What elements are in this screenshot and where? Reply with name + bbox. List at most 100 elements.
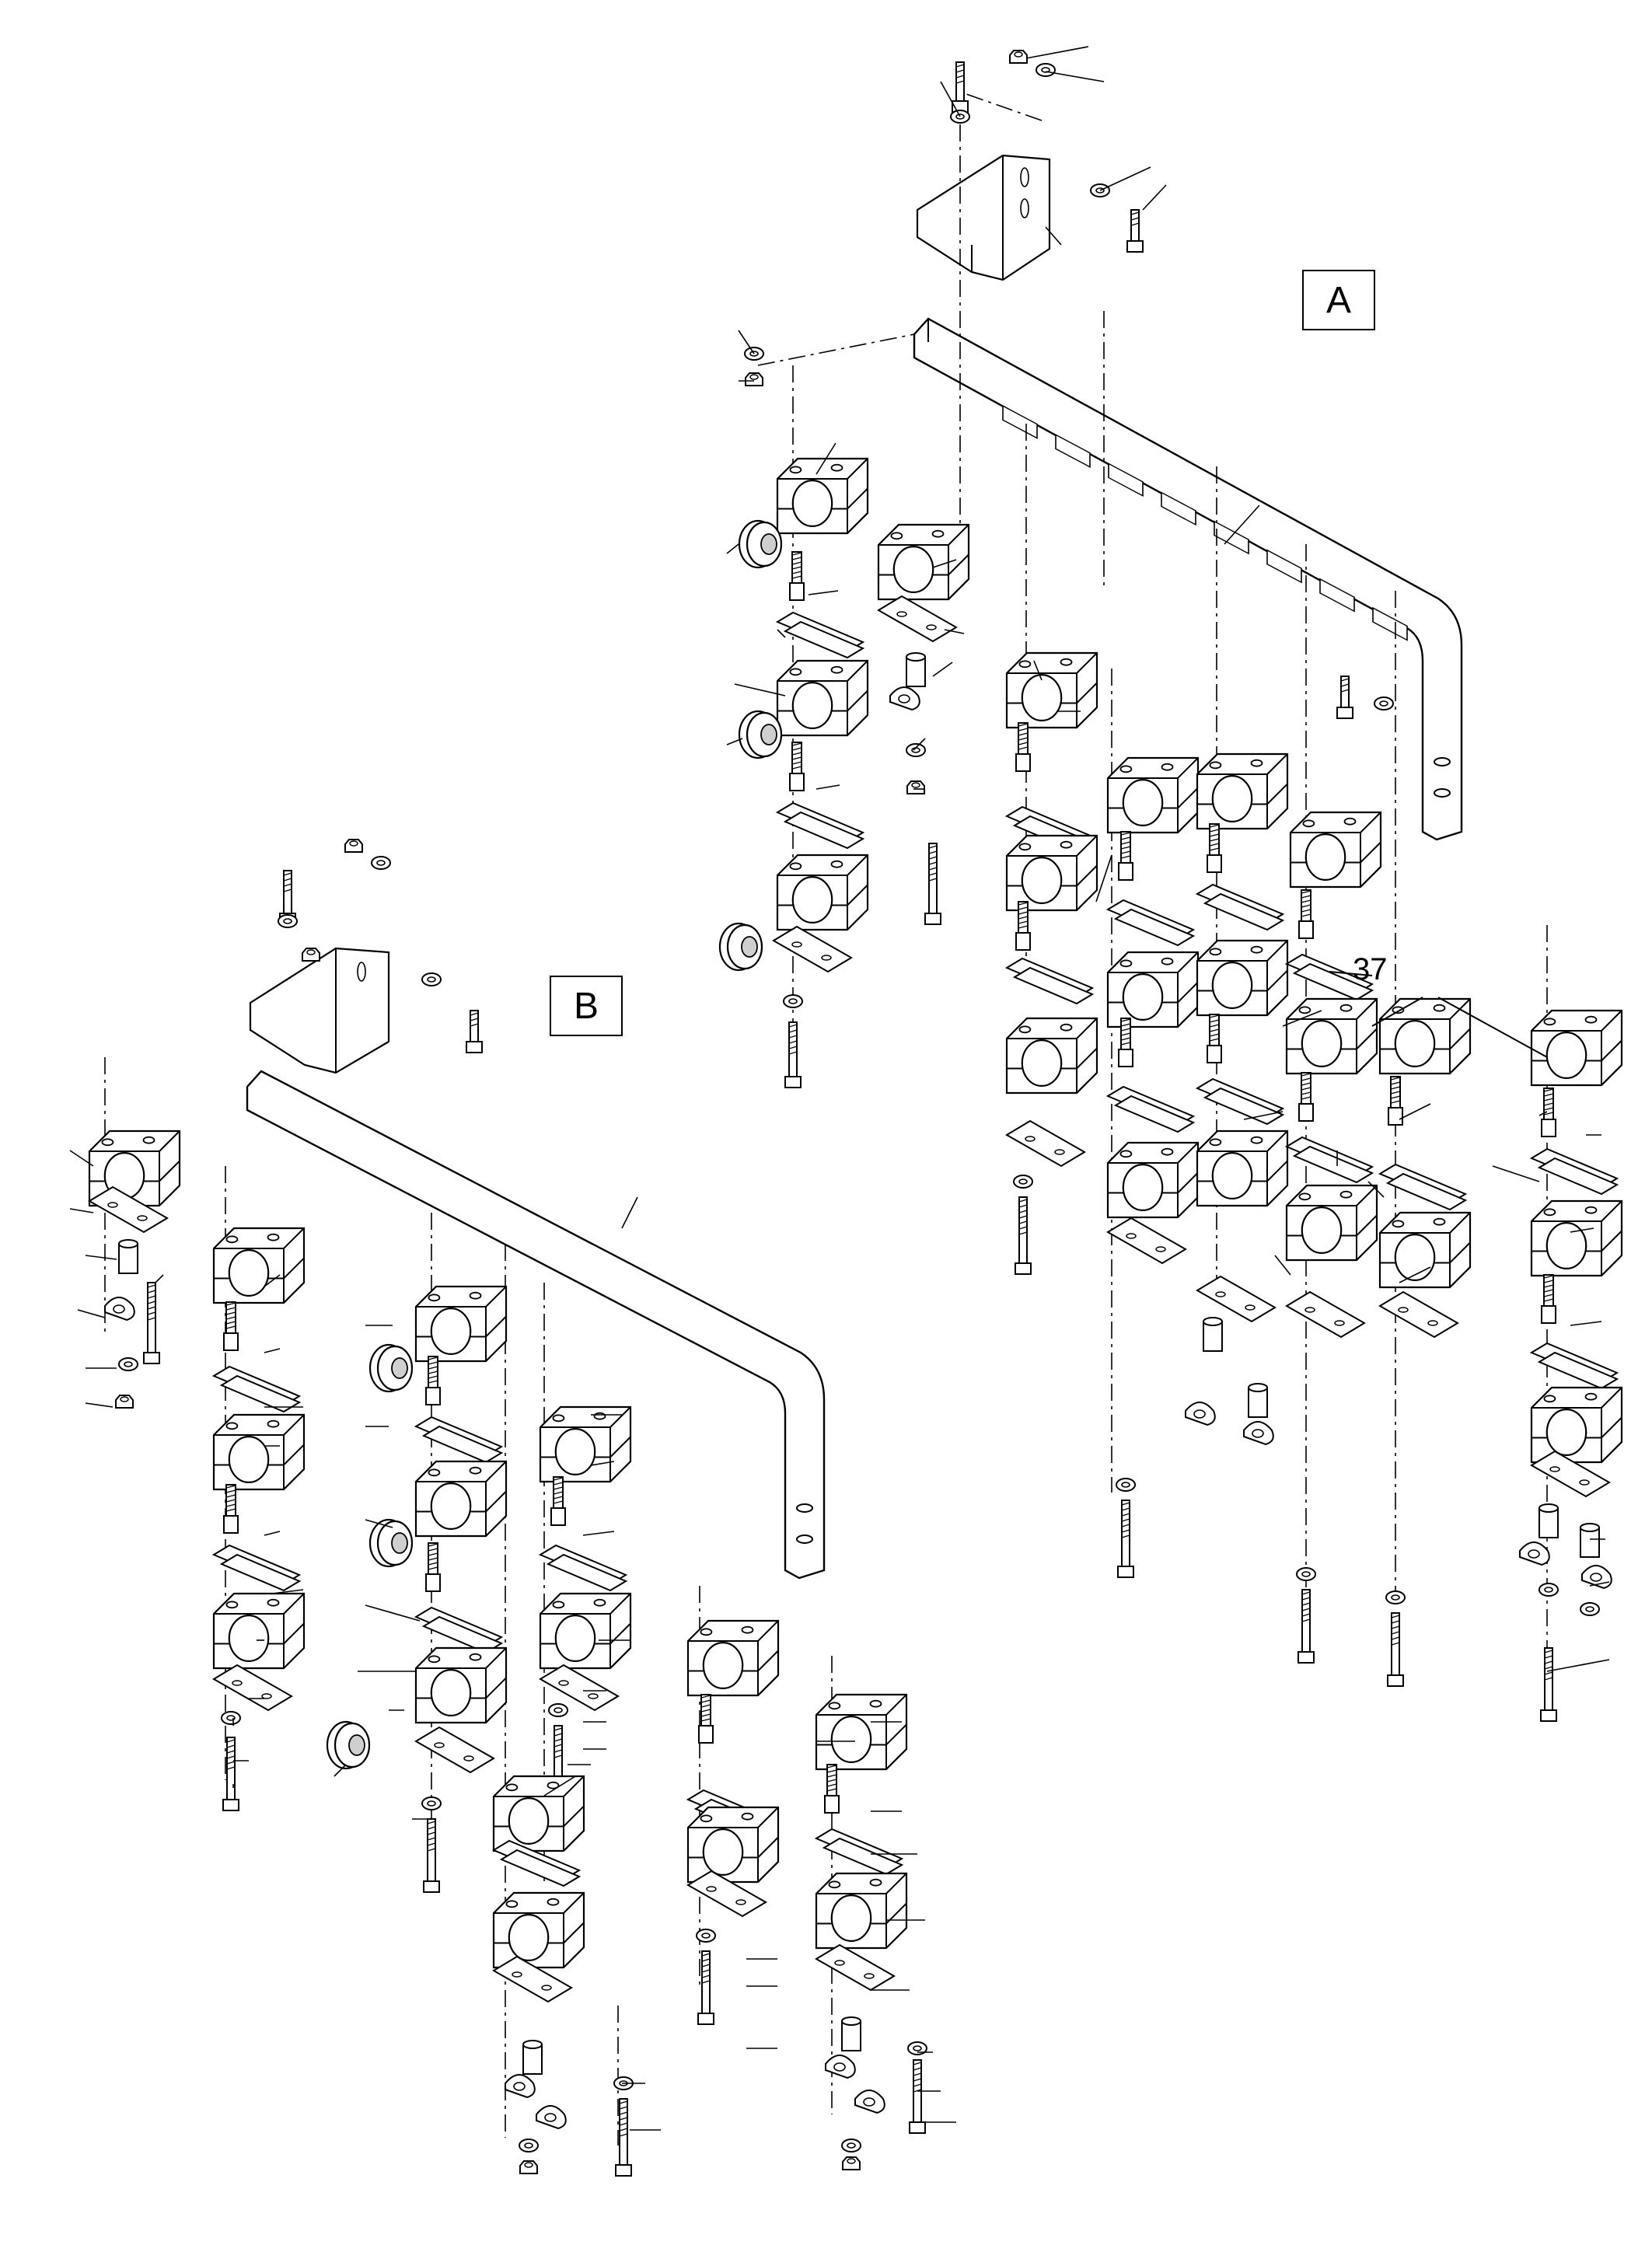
washer <box>906 743 926 757</box>
plate-body <box>492 1955 573 2003</box>
leader-line <box>1589 1581 1610 1587</box>
stud-hex <box>425 1573 441 1592</box>
stud-thread-line <box>1120 1023 1131 1027</box>
clamp-bore <box>830 1716 872 1764</box>
stud-thread-line <box>428 1375 438 1379</box>
plate-body <box>772 925 853 973</box>
clamp-bore <box>1304 833 1346 881</box>
clamp-bore <box>1394 1233 1436 1281</box>
washer <box>1538 1583 1559 1597</box>
spacer-body <box>118 1243 138 1274</box>
plate-hole <box>261 1693 272 1699</box>
washer <box>421 1796 442 1810</box>
rail-a-mount-pad <box>1214 520 1249 555</box>
leader-line <box>808 590 839 595</box>
plate-hole <box>1579 1479 1590 1486</box>
washer-inner <box>701 1933 711 1939</box>
nut-hole <box>847 2158 856 2164</box>
rail-a-mount-pad <box>1108 463 1144 498</box>
stud-hex <box>1541 1119 1556 1137</box>
bolt-thread <box>788 1035 798 1039</box>
hex-bolt <box>952 61 969 113</box>
leader-line <box>816 442 836 475</box>
washer-inner <box>1301 1571 1311 1577</box>
stud-thread-line <box>826 1788 837 1792</box>
stud-thread-line <box>225 1485 236 1489</box>
bolt-thread <box>1544 1655 1553 1659</box>
stud-thread-line <box>1120 841 1131 845</box>
bolt-thread <box>701 1969 711 1973</box>
plate-hole <box>1245 1304 1256 1311</box>
stud-thread-line <box>1543 1280 1554 1283</box>
cover-plate <box>1285 1290 1366 1339</box>
stud-thread-line <box>700 1695 711 1699</box>
clamp-bore <box>1545 1408 1587 1456</box>
threaded-stud <box>1207 823 1222 873</box>
bolt-thread <box>788 1040 798 1044</box>
leader-line <box>334 1764 347 1777</box>
clamp-hole <box>1392 1006 1405 1014</box>
bolt <box>1117 1500 1134 1578</box>
clamp-hole <box>593 1412 606 1420</box>
bolt-thread <box>470 1012 479 1016</box>
spacer-top <box>522 2040 543 2049</box>
stud-thread-line <box>225 1494 236 1498</box>
washer <box>278 914 298 928</box>
clamp-bore <box>1122 778 1164 826</box>
clamp-bore <box>830 1894 872 1943</box>
rail-a-mount-pad <box>1055 434 1091 468</box>
p-clip-hole <box>544 2113 557 2122</box>
stud-thread-line <box>1018 737 1029 741</box>
stud-hex <box>1541 1305 1556 1324</box>
stud-thread-line <box>1018 746 1029 750</box>
bolt <box>924 843 941 925</box>
bolt <box>1387 1612 1404 1687</box>
stud-thread-line <box>553 1496 564 1500</box>
washer-inner <box>847 2142 856 2149</box>
clamp-bore <box>1211 1151 1253 1199</box>
nut <box>302 948 320 962</box>
angle-b-slot <box>357 962 366 982</box>
pipe-clamp <box>1530 1009 1623 1087</box>
washer-inner <box>376 860 386 866</box>
clamp-hole <box>1298 1006 1311 1014</box>
bolt-thread <box>955 64 965 68</box>
plate-hole <box>463 1755 474 1761</box>
p-clip <box>825 2055 856 2079</box>
stud-thread-line <box>225 1489 236 1493</box>
stud-thread-line <box>700 1718 711 1722</box>
callout-37-leader <box>1371 997 1423 1027</box>
bolt-thread <box>928 861 938 865</box>
bolt-thread <box>1018 1199 1028 1203</box>
leader-line <box>1570 1227 1594 1233</box>
plate-hole <box>896 611 907 617</box>
spacer-sleeve <box>1538 1503 1559 1538</box>
clamp-hole <box>830 860 843 868</box>
bolt-thread <box>701 1964 711 1967</box>
clamp-hole <box>1209 761 1222 770</box>
threaded-stud <box>1298 1072 1314 1122</box>
support-rail-b <box>246 1070 826 1580</box>
stud-thread-line <box>1301 1077 1311 1081</box>
sheet-body <box>1292 1145 1374 1184</box>
washer-inner <box>427 1800 436 1807</box>
rail-a-mount-pad <box>1266 549 1302 584</box>
support-rail-a <box>913 317 1463 841</box>
cover-plate <box>1530 1450 1611 1498</box>
clamp-hole <box>789 862 802 871</box>
stud-thread-line <box>791 756 802 760</box>
clamp-hole <box>469 1653 482 1661</box>
bolt-thread <box>226 1766 236 1770</box>
stud-thread-line <box>1390 1077 1401 1081</box>
threaded-stud <box>789 551 805 601</box>
leader-line <box>1224 505 1260 545</box>
stud-thread-line <box>1018 916 1029 920</box>
washer <box>519 2139 539 2153</box>
stud-thread-line <box>1018 902 1029 906</box>
clamp-hole <box>1584 1015 1598 1024</box>
washer-inner <box>1379 700 1388 707</box>
stud-hex <box>223 1332 239 1351</box>
stud-thread-line <box>1301 899 1311 903</box>
angle-b-body <box>249 947 390 1074</box>
threaded-stud <box>425 1542 441 1592</box>
